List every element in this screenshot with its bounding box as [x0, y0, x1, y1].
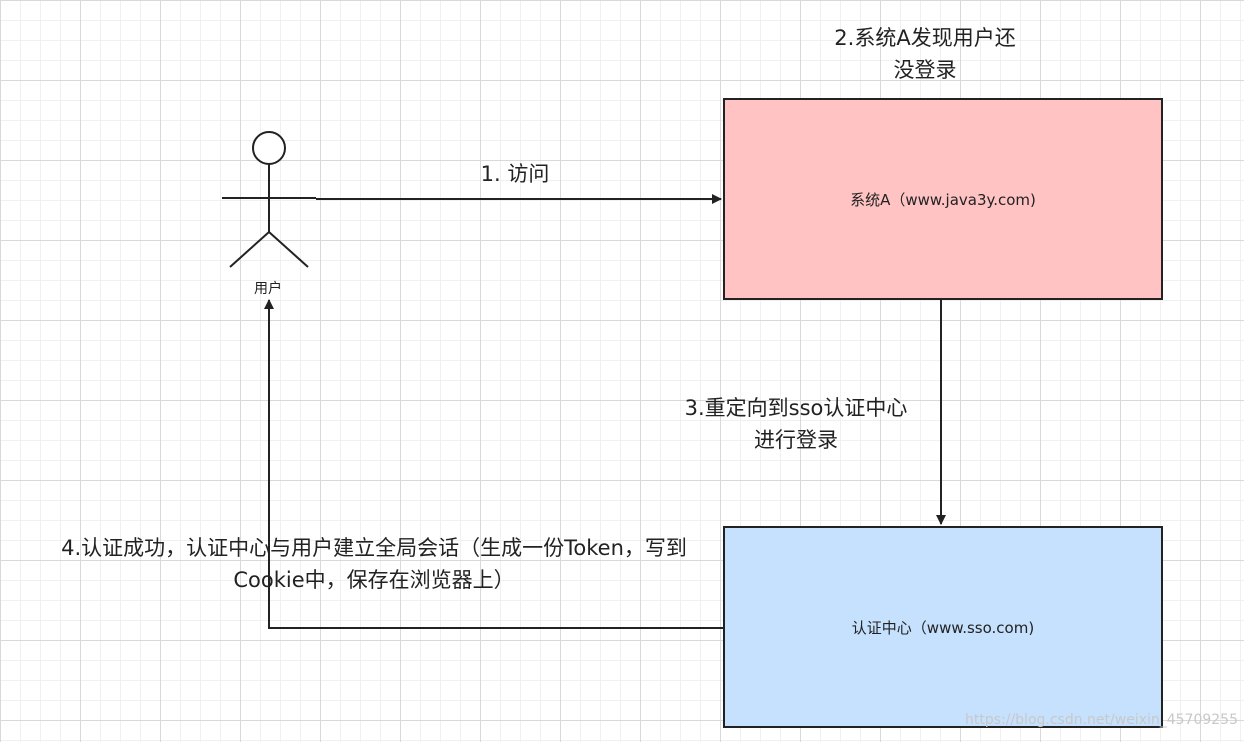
not-logged-in-note: 2.系统A发现用户还 没登录: [795, 22, 1055, 86]
system-a-node: 系统A（www.java3y.com): [723, 98, 1163, 300]
not-logged-in-line-2: 没登录: [893, 58, 957, 82]
not-logged-in-line-1: 2.系统A发现用户还: [834, 26, 1016, 50]
auth-success-line-2: Cookie中，保存在浏览器上）: [233, 568, 515, 592]
visit-edge-text: 1. 访问: [480, 162, 550, 186]
auth-success-line-1: 4.认证成功，认证中心与用户建立全局会话（生成一份Token，写到: [61, 536, 687, 560]
redirect-line-1: 3.重定向到sso认证中心: [684, 396, 908, 420]
watermark: https://blog.csdn.net/weixin_45709255: [964, 712, 1238, 728]
auth-success-arrow: [264, 299, 723, 629]
redirect-edge-label: 3.重定向到sso认证中心 进行登录: [646, 392, 946, 456]
user-actor-icon: [222, 131, 316, 268]
redirect-line-2: 进行登录: [754, 428, 838, 452]
visit-edge-label: 1. 访问: [440, 158, 590, 190]
auth-center-label: 认证中心（www.sso.com): [851, 618, 1035, 637]
auth-center-node: 认证中心（www.sso.com): [723, 526, 1163, 728]
system-a-label: 系统A（www.java3y.com): [850, 190, 1036, 209]
auth-success-edge-label: 4.认证成功，认证中心与用户建立全局会话（生成一份Token，写到 Cookie…: [6, 532, 742, 596]
user-label: 用户: [254, 281, 282, 297]
